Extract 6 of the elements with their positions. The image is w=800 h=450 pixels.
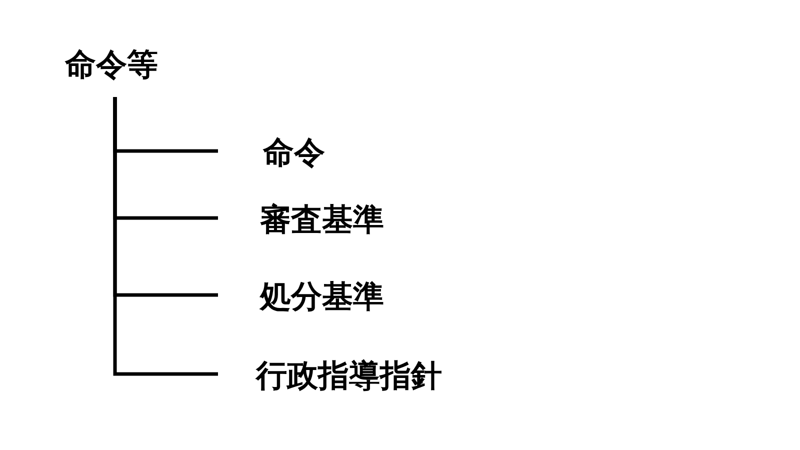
root-label: 命令等 <box>65 49 158 82</box>
branch-label: 処分基準 <box>260 281 384 314</box>
branch-label: 命令 <box>263 137 325 170</box>
branch-label: 審査基準 <box>260 204 384 237</box>
branch-label: 行政指導指針 <box>256 360 442 393</box>
tree-line <box>113 97 218 376</box>
